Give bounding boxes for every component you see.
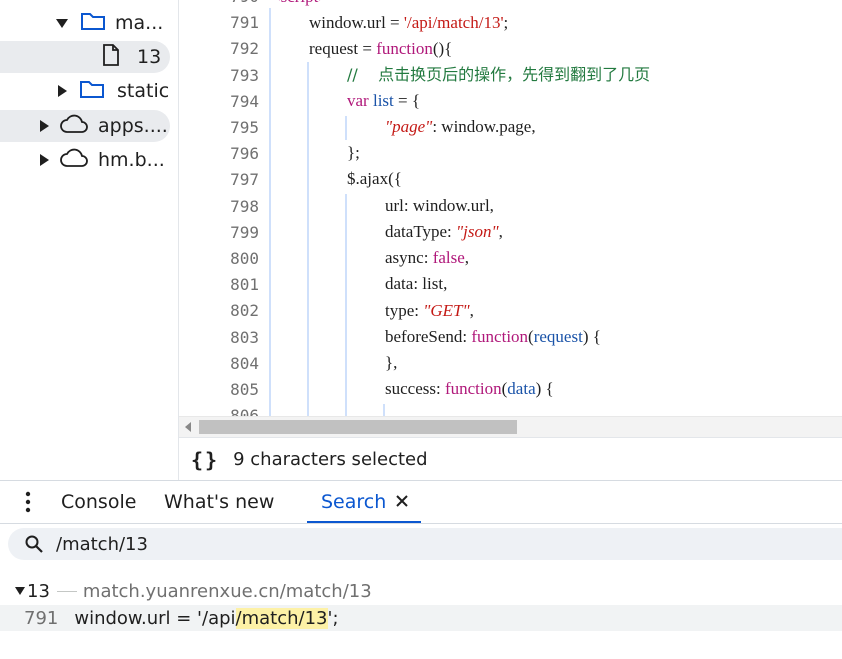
result-file-header[interactable]: 13 match.yuanrenxue.cn/match/13 (0, 578, 372, 604)
line-number[interactable]: 790 (199, 0, 259, 10)
line-number[interactable]: 791 (230, 13, 259, 33)
tree-item-apps[interactable]: apps.... (0, 110, 170, 142)
separator (56, 590, 77, 592)
indent-guide (345, 194, 347, 416)
code-line-804: }, (385, 353, 398, 372)
tree-item-label: apps.... (98, 115, 168, 137)
tree-item-label: 13 (137, 46, 162, 68)
tree-item-hm[interactable]: hm.b... (40, 144, 165, 176)
sources-panel: ma... 13 static apps.... (0, 0, 842, 480)
cloud-icon (59, 114, 89, 139)
scroll-left-icon[interactable] (185, 422, 191, 432)
code-line-797: $.ajax({ (347, 169, 402, 188)
result-file-url: match.yuanrenxue.cn/match/13 (82, 580, 372, 602)
indent-guide (269, 8, 271, 416)
code-line-803: beforeSend: function(request) { (385, 327, 601, 346)
cloud-icon (59, 148, 89, 173)
expand-arrow-icon[interactable] (14, 585, 26, 597)
search-input[interactable]: /match/13 (56, 533, 148, 555)
collapse-arrow-icon[interactable] (40, 154, 49, 166)
code-line-794: var list = { (347, 91, 421, 110)
code-line-802: type: "GET", (385, 301, 474, 320)
line-number[interactable]: 794 (230, 91, 259, 111)
collapse-arrow-icon[interactable] (40, 120, 49, 132)
line-number[interactable]: 796 (230, 144, 259, 164)
braces-icon[interactable]: {} (191, 447, 220, 472)
tree-item-static[interactable]: static (58, 75, 169, 107)
line-number[interactable]: 800 (230, 249, 259, 268)
line-number[interactable]: 799 (230, 222, 259, 242)
folder-icon (80, 11, 106, 36)
line-number[interactable]: 804 (230, 353, 259, 373)
code-line-799: dataType: "json", (385, 222, 503, 241)
indent-guide (307, 62, 309, 416)
code-editor[interactable]: 790 791 792 793 794 795 796 797 798 799 800 801 802 8… (179, 0, 842, 416)
horizontal-scrollbar[interactable] (179, 416, 842, 437)
result-file-name: 13 (27, 580, 50, 602)
line-number[interactable]: 793 (230, 65, 259, 85)
tree-item-label: ma... (115, 12, 164, 34)
tree-item-label: static (117, 80, 170, 102)
code-line-792: request = function(){ (309, 39, 453, 58)
tab-search[interactable]: Search (307, 481, 421, 523)
line-number[interactable]: 802 (230, 301, 259, 321)
code-line-796: }; (347, 143, 360, 162)
file-navigator: ma... 13 static apps.... (0, 0, 179, 480)
result-line-text: window.url = '/api/match/13'; (74, 607, 339, 629)
tab-whats-new[interactable]: What's new (164, 491, 275, 513)
tree-item-13[interactable]: 13 (0, 41, 170, 73)
line-number[interactable]: 803 (230, 327, 259, 347)
close-icon[interactable] (395, 481, 409, 538)
code-line-791: window.url = '/api/match/13'; (309, 13, 509, 32)
tab-console[interactable]: Console (61, 491, 137, 513)
code-line-800: async: false, (385, 248, 470, 267)
indent-guide (383, 404, 385, 416)
result-match-line[interactable]: 791 window.url = '/api/match/13'; (0, 605, 842, 631)
tree-item-label: hm.b... (98, 149, 165, 171)
drawer-tabbar: Console What's new Search (0, 480, 842, 524)
line-number[interactable]: 798 (230, 196, 259, 216)
collapse-arrow-icon[interactable] (58, 85, 67, 97)
code-line-795: "page": window.page, (385, 117, 536, 136)
result-line-number: 791 (24, 607, 59, 629)
file-icon (102, 43, 120, 71)
line-number[interactable]: 801 (230, 275, 259, 295)
tab-search-label: Search (321, 491, 387, 513)
line-number[interactable]: 792 (230, 39, 259, 59)
code-line-801: data: list, (385, 274, 448, 293)
code-line-798: url: window.url, (385, 196, 494, 215)
folder-icon (79, 79, 105, 104)
kebab-menu-icon[interactable] (22, 481, 34, 523)
code-line-805: success: function(data) { (385, 379, 554, 398)
line-number[interactable]: 806 (230, 406, 259, 416)
expand-arrow-icon[interactable] (56, 18, 68, 28)
search-icon (24, 534, 44, 554)
search-bar[interactable]: /match/13 (8, 528, 842, 560)
line-number[interactable]: 805 (230, 380, 259, 399)
indent-guide (345, 116, 347, 140)
scrollbar-thumb[interactable] (199, 420, 517, 434)
line-number[interactable]: 795 (230, 118, 259, 137)
code-line-793: // 点击换页后的操作，先得到翻到了几页 (347, 65, 651, 84)
tree-item-ma[interactable]: ma... (56, 7, 163, 39)
selection-status: 9 characters selected (233, 449, 428, 470)
code-line-790: <script> (271, 0, 328, 10)
line-number-gutter: 790 791 792 793 794 795 796 797 798 799 800 801 802 8… (179, 0, 259, 416)
line-number[interactable]: 797 (230, 170, 259, 190)
match-highlight: /match/13 (235, 607, 328, 629)
editor-status-bar: {} 9 characters selected (179, 437, 842, 481)
